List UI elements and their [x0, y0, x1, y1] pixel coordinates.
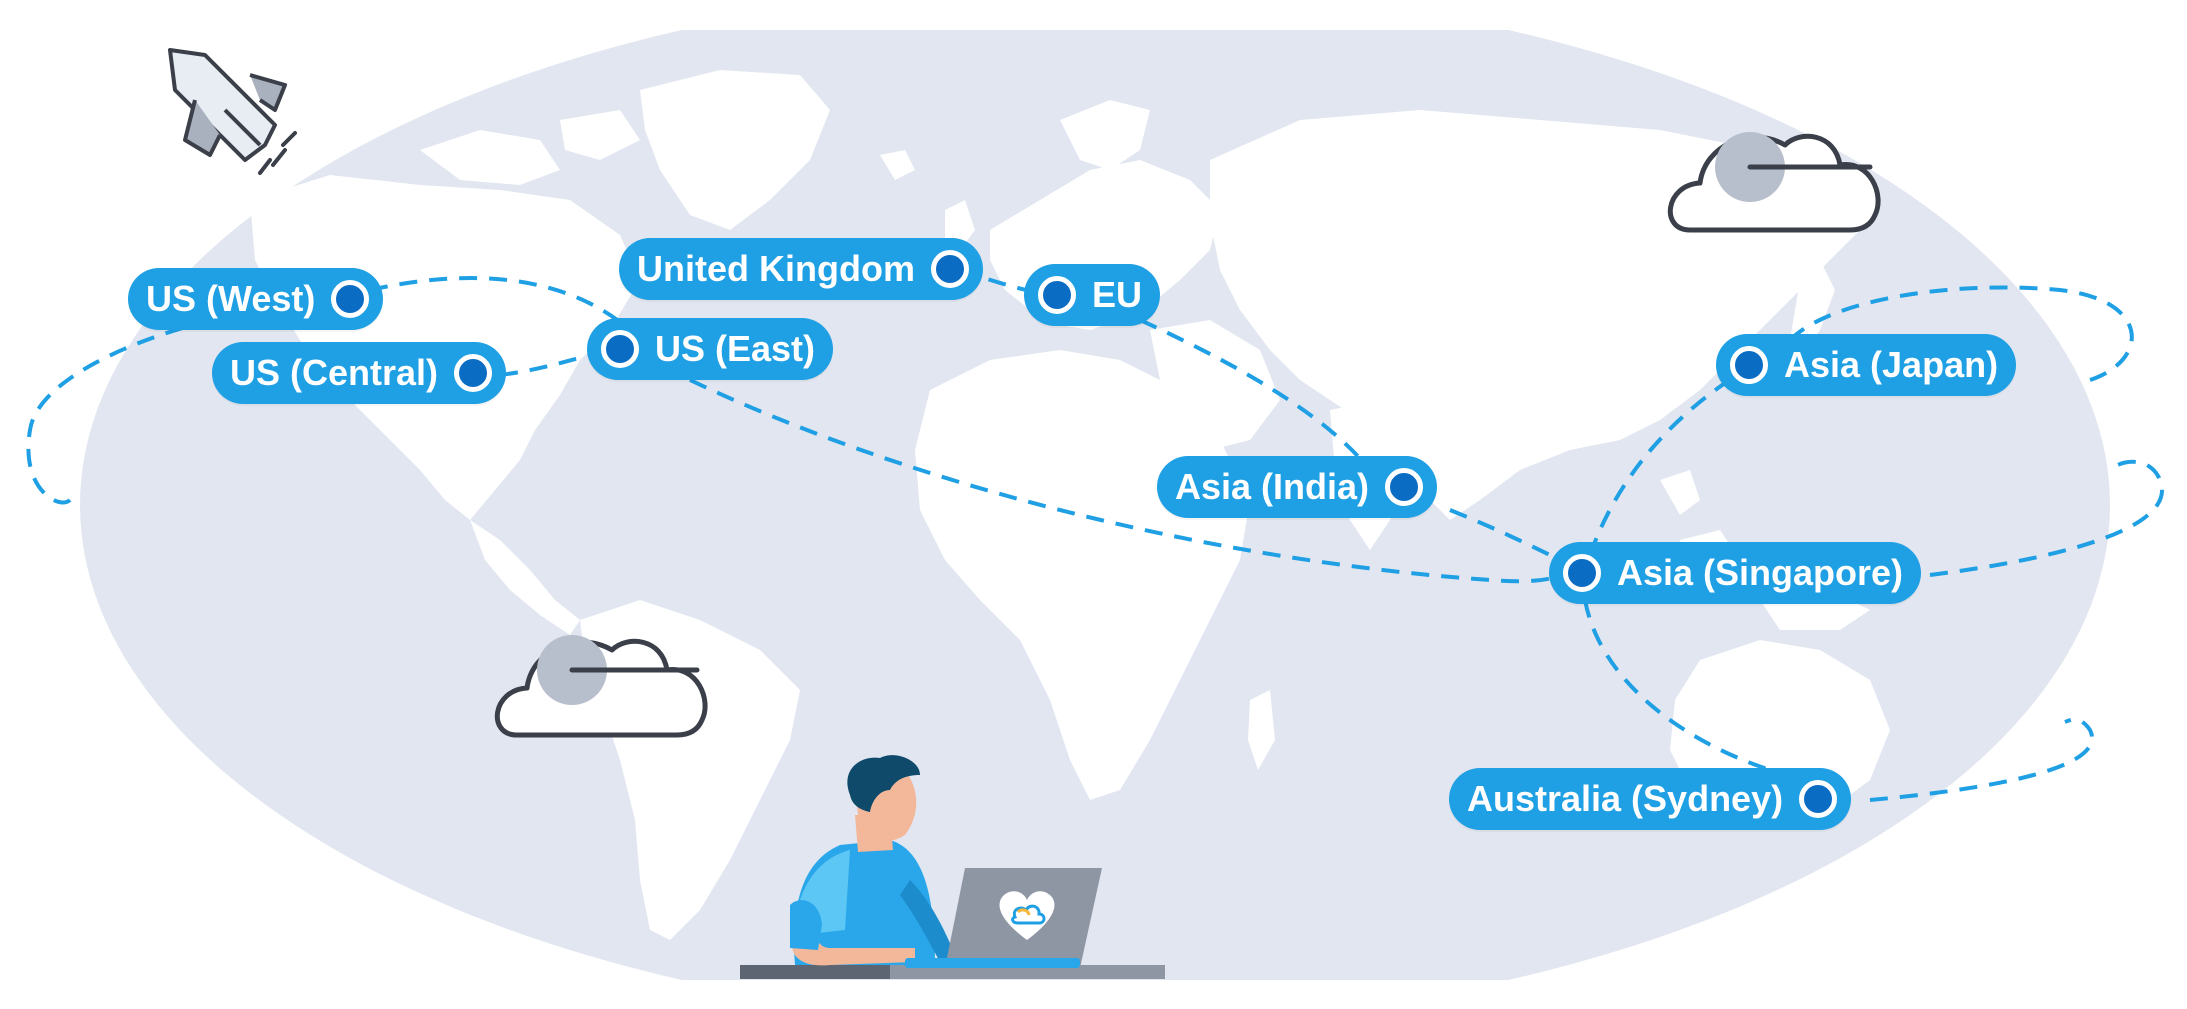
region-eu[interactable]: EU — [1024, 264, 1161, 326]
region-label: Asia (Singapore) — [1617, 552, 1904, 593]
region-marker-dot — [601, 330, 639, 368]
region-united-kingdom[interactable]: United Kingdom — [619, 238, 983, 300]
region-marker-dot — [1563, 554, 1601, 592]
region-asia-japan[interactable]: Asia (Japan) — [1716, 334, 2017, 396]
region-label: EU — [1092, 274, 1143, 315]
region-marker-dot — [1038, 276, 1076, 314]
cloud-icon — [494, 635, 708, 738]
region-label: Asia (Japan) — [1784, 344, 1999, 385]
rocket-icon — [168, 48, 297, 175]
region-marker-dot — [1385, 468, 1424, 506]
region-australia-sydney[interactable]: Australia (Sydney) — [1449, 768, 1852, 830]
region-marker-dot — [930, 250, 969, 288]
region-us-east[interactable]: US (East) — [587, 318, 834, 380]
region-us-central[interactable]: US (Central) — [212, 342, 507, 404]
region-label: Australia (Sydney) — [1467, 778, 1784, 819]
region-marker-dot — [454, 354, 493, 392]
region-marker-dot — [1730, 346, 1768, 384]
cloud-icon — [1667, 132, 1881, 233]
region-asia-singapore[interactable]: Asia (Singapore) — [1549, 542, 1922, 604]
region-marker-dot — [1799, 780, 1838, 818]
region-asia-india[interactable]: Asia (India) — [1157, 456, 1438, 518]
region-label: Asia (India) — [1175, 466, 1370, 507]
region-label: United Kingdom — [637, 248, 915, 289]
region-label: US (West) — [146, 278, 316, 319]
person-with-laptop-illustration — [740, 755, 1165, 979]
region-label: US (East) — [655, 328, 816, 369]
region-marker-dot — [331, 280, 370, 318]
region-us-west[interactable]: US (West) — [128, 268, 384, 330]
heart-cloud-logo-icon — [999, 891, 1055, 940]
region-label: US (Central) — [230, 352, 439, 393]
